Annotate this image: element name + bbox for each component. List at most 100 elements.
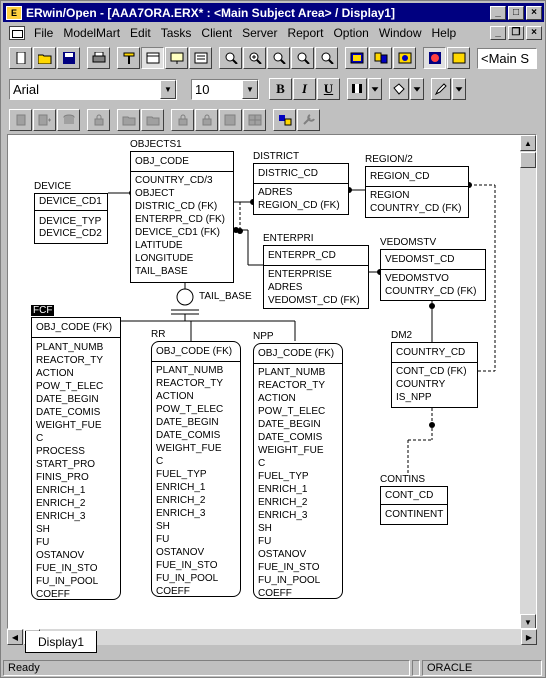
mm-button-3[interactable] [57, 108, 80, 131]
entity-attr: OBJECT [135, 188, 175, 199]
entity-attr: PLANT_NUMB [156, 365, 224, 376]
mdi-restore-button[interactable]: ❐ [508, 25, 524, 40]
vertical-scroll-thumb[interactable] [520, 152, 536, 168]
entity-attr: ENRICH_1 [156, 482, 206, 493]
italic-button[interactable]: I [293, 78, 316, 100]
entity-name: ENTERPRI [263, 233, 314, 244]
pen-color-button[interactable] [431, 78, 451, 100]
font-size-select[interactable]: 10 ▼ [191, 78, 259, 100]
entity-attr: DATE_BEGIN [36, 394, 99, 405]
down-arrow-icon [455, 87, 463, 92]
pointer-tool-button[interactable] [117, 47, 140, 69]
menu-file[interactable]: File [34, 25, 54, 40]
save-disk-icon [62, 52, 75, 64]
tab-display1[interactable]: Display1 [25, 631, 98, 653]
entity-key: OBJ_CODE (FK) [36, 322, 113, 333]
chevron-down-icon[interactable]: ▼ [242, 79, 258, 99]
complete-compare-button[interactable] [369, 47, 392, 69]
pen-color-dropdown[interactable] [452, 78, 466, 100]
horizontal-scrollbar[interactable] [7, 629, 537, 645]
menu-help[interactable]: Help [431, 25, 457, 40]
new-button[interactable] [9, 47, 32, 69]
entity-attr: CONT_CD (FK) [396, 366, 467, 377]
text-color-button[interactable] [347, 78, 367, 100]
menu-edit[interactable]: Edit [130, 25, 151, 40]
mm-lock3-button[interactable] [195, 108, 218, 131]
mm-settings-button[interactable] [297, 108, 320, 131]
mm-button-1[interactable] [9, 108, 32, 131]
scroll-up-arrow-icon[interactable]: ▲ [520, 135, 536, 151]
entity-attr: FUE_IN_STO [156, 560, 218, 571]
menu-modelmart[interactable]: ModelMart [63, 25, 121, 40]
entity-key: REGION_CD [370, 171, 430, 182]
entity-attr: IS_NPP [396, 392, 432, 403]
mm-lock-button[interactable] [87, 108, 110, 131]
menu-option[interactable]: Option [333, 25, 369, 40]
open-folder-icon [37, 54, 51, 64]
mdi-minimize-button[interactable]: _ [490, 25, 506, 40]
entity-attr: COEFF [156, 586, 190, 597]
entity-attr: SH [156, 521, 170, 532]
status-bar: Ready ORACLE [3, 659, 544, 677]
globe-button[interactable] [423, 47, 446, 69]
zoom-fit-button[interactable] [267, 47, 290, 69]
bold-button[interactable]: B [269, 78, 292, 100]
entity-attr: ENRICH_2 [36, 498, 86, 509]
entity-attr: C [156, 456, 164, 467]
mm-lock2-button[interactable] [171, 108, 194, 131]
subject-area-button[interactable] [447, 47, 470, 69]
mdi-close-button[interactable]: × [526, 25, 542, 40]
vertical-scrollbar[interactable]: ▲ ▼ [520, 135, 536, 628]
entity-attr: DEVICE_TYP [39, 216, 102, 227]
subtype-tool-button[interactable] [165, 47, 188, 69]
save-button[interactable] [57, 47, 80, 69]
entity-name: DM2 [391, 330, 413, 341]
zoom-out-button[interactable] [219, 47, 242, 69]
entity-attr: COUNTRY_CD (FK) [385, 286, 477, 297]
close-button[interactable]: × [526, 5, 542, 20]
minimize-button[interactable]: _ [490, 5, 506, 20]
edit-icon [224, 114, 235, 125]
text-color-icon [352, 84, 362, 93]
mm-button-2[interactable] [33, 108, 56, 131]
menu-report[interactable]: Report [287, 25, 324, 40]
entity-attr: FU_IN_POOL [36, 576, 99, 587]
font-name-select[interactable]: Arial ▼ [9, 78, 177, 100]
forward-engineer-icon [398, 52, 411, 64]
scroll-down-arrow-icon[interactable]: ▼ [520, 614, 536, 628]
entity-key: COUNTRY_CD [396, 347, 466, 358]
zoom-in-button[interactable] [243, 47, 266, 69]
underline-button[interactable]: U [317, 78, 340, 100]
menu-tasks[interactable]: Tasks [160, 25, 192, 40]
mm-edit-button[interactable] [219, 108, 242, 131]
subject-area-selector[interactable]: <Main S [477, 47, 537, 69]
maximize-button[interactable]: □ [508, 5, 524, 20]
text-color-dropdown[interactable] [368, 78, 382, 100]
mm-connect-button[interactable] [273, 108, 296, 131]
scroll-right-arrow-icon[interactable]: ▶ [521, 629, 537, 645]
entity-tool-button[interactable] [141, 47, 164, 69]
mm-folder2-button[interactable] [141, 108, 164, 131]
diagram-canvas[interactable]: DEVICE DEVICE_CD1 DEVICE_TYP DEVICE_CD2 … [7, 134, 537, 629]
open-button[interactable] [33, 47, 56, 69]
chevron-down-icon[interactable]: ▼ [160, 79, 176, 99]
forward-engineer-button[interactable] [393, 47, 416, 69]
report-browser-button[interactable] [345, 47, 368, 69]
menu-client[interactable]: Client [201, 25, 233, 40]
menu-server[interactable]: Server [242, 25, 278, 40]
scroll-left-arrow-icon[interactable]: ◀ [7, 629, 23, 645]
mm-folder-button[interactable] [117, 108, 140, 131]
menu-window[interactable]: Window [378, 25, 422, 40]
text-tool-button[interactable] [189, 47, 212, 69]
pen-icon [434, 83, 447, 95]
title-bar[interactable]: E ERwin/Open - [AAA7ORA.ERX* : <Main Sub… [3, 3, 544, 22]
zoom-actual-button[interactable] [291, 47, 314, 69]
erwin-app-icon[interactable]: E [6, 5, 22, 20]
document-system-icon[interactable] [9, 25, 25, 40]
zoom-page-button[interactable] [315, 47, 338, 69]
entity-attr: VEDOMSTVO [385, 273, 449, 284]
print-button[interactable] [87, 47, 110, 69]
mm-grid-button[interactable] [243, 108, 266, 131]
fill-color-button[interactable] [389, 78, 409, 100]
fill-color-dropdown[interactable] [410, 78, 424, 100]
